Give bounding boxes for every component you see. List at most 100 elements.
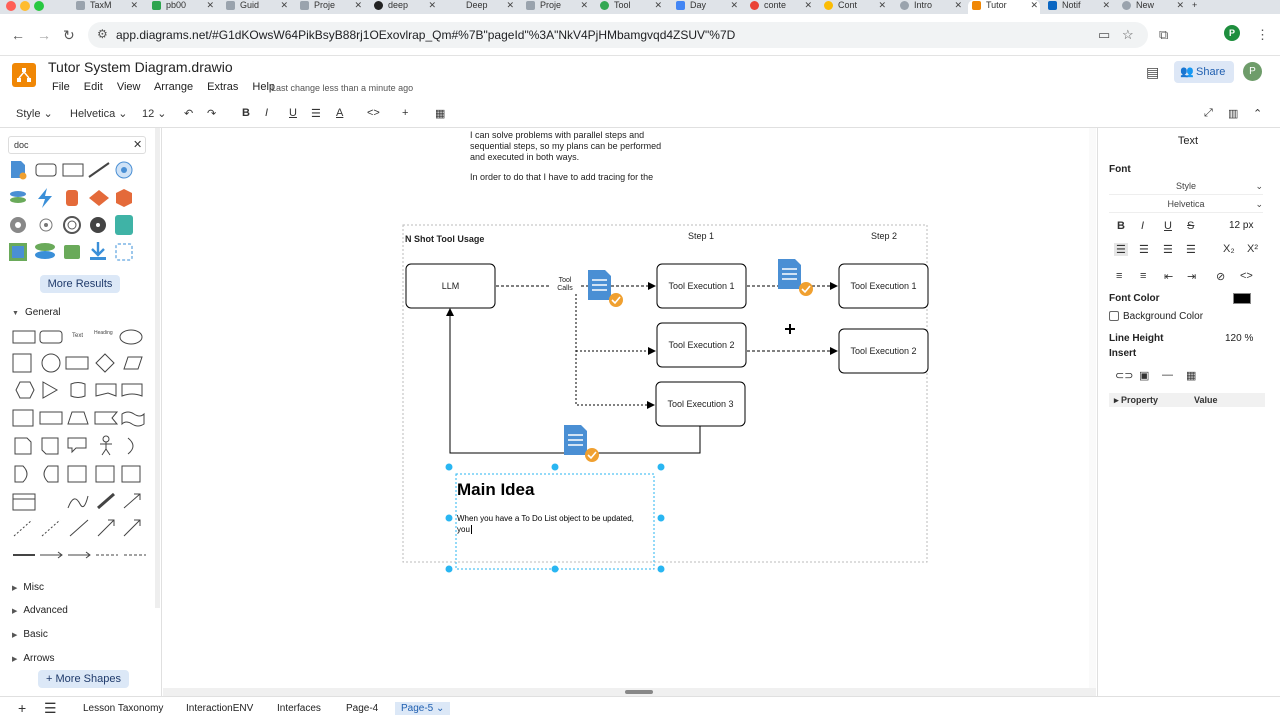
close-tab-icon[interactable]: ✕: [1030, 0, 1038, 10]
outdent-icon[interactable]: ⇤: [1164, 271, 1174, 283]
chrome-menu-icon[interactable]: ⋮: [1256, 27, 1269, 42]
menu-extras[interactable]: Extras: [207, 81, 239, 93]
close-tab-icon[interactable]: ✕: [878, 0, 886, 10]
new-tab-button[interactable]: +: [1192, 0, 1198, 10]
close-tab-icon[interactable]: ✕: [804, 0, 812, 10]
menu-arrange[interactable]: Arrange: [153, 81, 194, 93]
hexagon-icon[interactable]: [114, 188, 134, 208]
step-2-label[interactable]: Step 2: [871, 231, 898, 241]
diamond-shape-icon[interactable]: [88, 188, 110, 208]
font-color-swatch[interactable]: [1233, 293, 1251, 304]
bracket-icon[interactable]: [114, 242, 134, 262]
frame-title[interactable]: N Shot Tool Usage: [405, 234, 485, 244]
property-table-header[interactable]: ▸ Property Value: [1109, 393, 1265, 407]
cylinder-stack-icon[interactable]: [34, 242, 56, 262]
download-icon[interactable]: [88, 240, 108, 262]
undo-icon[interactable]: ↶: [184, 108, 194, 120]
note-text[interactable]: I can solve problems with parallel steps…: [470, 130, 662, 182]
browser-tab[interactable]: Proje✕: [522, 0, 590, 14]
extensions-icon[interactable]: ⧉: [1159, 27, 1169, 42]
browser-tab-active[interactable]: Tutor✕: [968, 0, 1040, 14]
browser-tab[interactable]: pb00✕: [148, 0, 216, 14]
main-idea-heading[interactable]: Main Idea: [457, 480, 535, 499]
brain-tile-icon[interactable]: [114, 214, 134, 236]
diagram-page[interactable]: I can solve problems with parallel steps…: [163, 128, 1089, 688]
menu-edit[interactable]: Edit: [83, 81, 103, 93]
text-shape[interactable]: Text: [72, 333, 84, 339]
main-idea-body[interactable]: When you have a To Do List object to be …: [457, 514, 634, 534]
site-info-icon[interactable]: ⚙: [97, 27, 108, 41]
sidebar-scrollbar[interactable]: [155, 128, 160, 608]
canvas-horizontal-scrollbar[interactable]: [163, 688, 1096, 696]
forward-icon[interactable]: →: [37, 27, 51, 43]
style-dropdown[interactable]: Style ⌄: [16, 108, 53, 120]
storage-icon[interactable]: [62, 242, 82, 262]
background-color-checkbox[interactable]: [1109, 311, 1119, 321]
tool-exec-1b-box[interactable]: [838, 263, 929, 309]
add-page-icon[interactable]: +: [18, 700, 27, 716]
underline-icon[interactable]: U: [1164, 220, 1172, 232]
section-arrows[interactable]: ▶Arrows: [12, 653, 55, 664]
page-tab-active[interactable]: Page-5 ⌄: [395, 702, 451, 715]
align-right-icon[interactable]: ☰: [1163, 244, 1173, 256]
browser-tab[interactable]: Notif✕: [1044, 0, 1112, 14]
superscript-icon[interactable]: X²: [1247, 243, 1258, 255]
table-insert-icon[interactable]: ▦: [1186, 370, 1197, 382]
browser-tab[interactable]: Deep✕: [466, 0, 514, 10]
comments-icon[interactable]: ▤: [1146, 64, 1160, 80]
reload-icon[interactable]: ↻: [63, 27, 75, 43]
zoom-window-icon[interactable]: [34, 1, 44, 11]
rect-shape-icon[interactable]: [62, 163, 84, 177]
database-icon[interactable]: [62, 188, 82, 208]
document-check-icon[interactable]: [588, 270, 623, 307]
database-stack-icon[interactable]: [8, 188, 28, 208]
close-tab-icon[interactable]: ✕: [1102, 0, 1110, 10]
close-tab-icon[interactable]: ✕: [506, 0, 514, 10]
more-results-button[interactable]: More Results: [40, 275, 120, 293]
menu-view[interactable]: View: [116, 81, 141, 93]
horizontal-rule-icon[interactable]: —: [1162, 369, 1173, 381]
pages-menu-icon[interactable]: ☰: [44, 700, 57, 716]
browser-tab[interactable]: conte✕: [746, 0, 814, 14]
disc-icon[interactable]: [88, 215, 108, 235]
redo-icon[interactable]: ↷: [207, 108, 217, 120]
close-tab-icon[interactable]: ✕: [730, 0, 738, 10]
url-text[interactable]: app.diagrams.net/#G1dKOwsW64PikBsyB88rj1…: [116, 28, 736, 42]
page-tab[interactable]: InteractionENV: [186, 703, 254, 714]
close-tab-icon[interactable]: ✕: [280, 0, 288, 10]
back-icon[interactable]: ←: [11, 27, 25, 43]
close-tab-icon[interactable]: ✕: [428, 0, 436, 10]
close-tab-icon[interactable]: ✕: [954, 0, 962, 10]
more-shapes-button[interactable]: + More Shapes: [38, 670, 129, 688]
line-height-input[interactable]: 120 %: [1225, 333, 1254, 344]
frame-container[interactable]: [402, 224, 928, 563]
section-general[interactable]: ▼General: [12, 307, 61, 318]
document-check-icon[interactable]: [778, 259, 813, 296]
close-tab-icon[interactable]: ✕: [1176, 0, 1184, 10]
close-tab-icon[interactable]: ✕: [580, 0, 588, 10]
browser-tab[interactable]: deep✕: [370, 0, 438, 14]
close-tab-icon[interactable]: ✕: [130, 0, 138, 10]
font-style-select[interactable]: Style⌄: [1109, 181, 1263, 195]
browser-tab[interactable]: Cont✕: [820, 0, 888, 14]
diagram-canvas[interactable]: [163, 128, 1089, 688]
browser-tab[interactable]: Day✕: [672, 0, 740, 14]
document-check-icon[interactable]: [564, 425, 599, 462]
close-window-icon[interactable]: [6, 1, 16, 11]
bullet-list-icon[interactable]: ≡: [1140, 270, 1147, 282]
selection-handles[interactable]: [445, 463, 665, 573]
close-tab-icon[interactable]: ✕: [206, 0, 214, 10]
format-panel-icon[interactable]: ▥: [1228, 108, 1239, 120]
tool-exec-1-box[interactable]: [656, 263, 747, 309]
document-stack-icon[interactable]: [8, 242, 28, 262]
browser-tab[interactable]: New✕: [1118, 0, 1186, 14]
tool-exec-2-box[interactable]: [656, 322, 747, 368]
share-button[interactable]: 👥Share: [1174, 61, 1234, 83]
browser-profile-avatar[interactable]: P: [1224, 25, 1240, 41]
install-app-icon[interactable]: ▭: [1098, 27, 1111, 42]
font-size-dropdown[interactable]: 12 ⌄: [142, 108, 167, 120]
bold-button[interactable]: B: [242, 107, 250, 119]
image-icon[interactable]: ▣: [1139, 370, 1150, 382]
align-center-icon[interactable]: ☰: [1139, 244, 1149, 256]
scrollbar-thumb[interactable]: [625, 690, 653, 694]
